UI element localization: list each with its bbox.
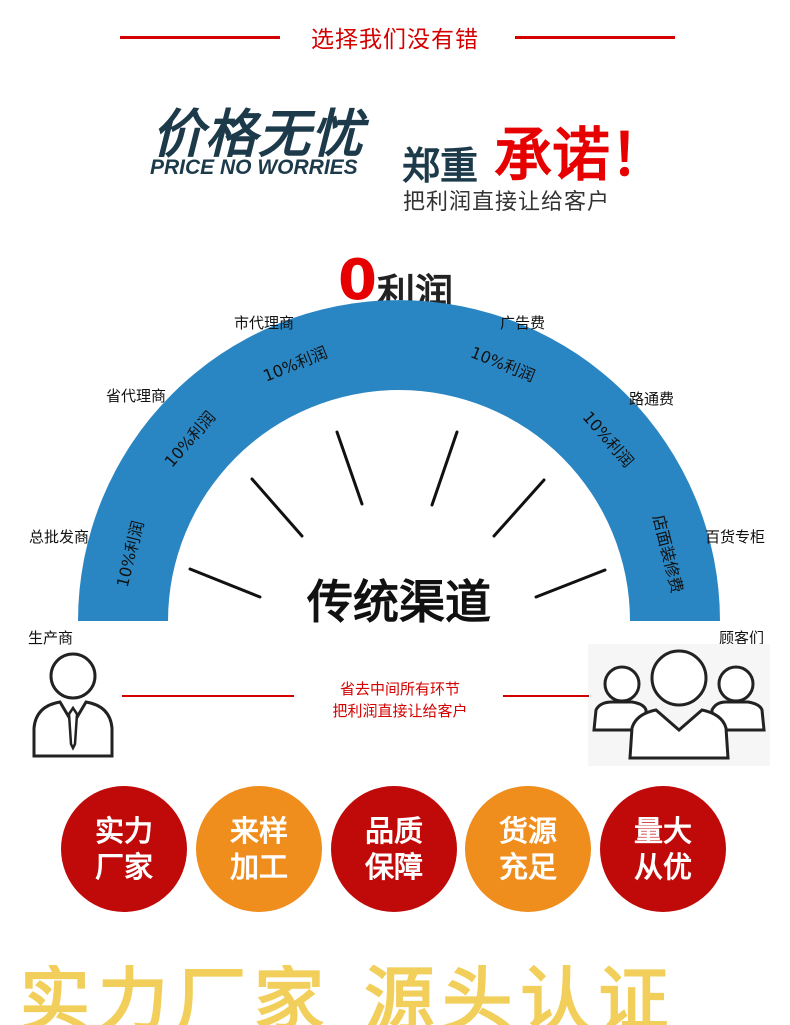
middle-note-line1: 省去中间所有环节 — [339, 680, 460, 698]
badge-line2: 保障 — [364, 850, 423, 884]
label-province-agent: 省代理商 — [106, 387, 167, 405]
producer-person-icon — [26, 648, 120, 762]
badge-line2: 充足 — [498, 850, 557, 884]
label-customers: 顾客们 — [719, 629, 765, 647]
price-title: 价格无忧 — [152, 105, 365, 165]
price-subtitle: PRICE NO WORRIES — [150, 156, 358, 179]
label-road-fee: 路通费 — [629, 390, 675, 408]
label-producer: 生产商 — [28, 629, 74, 647]
promise-subtitle: 把利润直接让给客户 — [403, 190, 611, 215]
arc-spokes — [188, 430, 607, 599]
arc-spoke — [335, 430, 364, 506]
header-line-left — [120, 36, 280, 39]
label-wholesaler: 总批发商 — [29, 528, 90, 546]
badge-ample-supply: 货源 充足 — [465, 786, 591, 912]
badge-sample-processing: 来样 加工 — [196, 786, 322, 912]
badge-line1: 货源 — [498, 814, 557, 848]
customers-group-icon — [588, 644, 770, 766]
label-department-store: 百货专柜 — [705, 528, 766, 546]
badge-line2: 加工 — [229, 850, 288, 884]
badge-line1: 实力 — [94, 814, 153, 848]
arc-spoke — [250, 477, 304, 538]
badge-strength-factory: 实力 厂家 — [61, 786, 187, 912]
badge-line1: 品质 — [364, 814, 423, 848]
arc-spoke — [534, 568, 607, 599]
header-line-right — [515, 36, 675, 39]
badge-quality-guarantee: 品质 保障 — [331, 786, 457, 912]
badge-line1: 量大 — [633, 814, 692, 848]
promise-part2: 承诺！ — [494, 121, 669, 189]
arc-center-label: 传统渠道 — [306, 575, 491, 629]
channel-arc — [78, 300, 720, 621]
arc-spoke — [188, 567, 262, 599]
badge-line2: 从优 — [633, 850, 692, 884]
middle-note-line2: 把利润直接让给客户 — [332, 702, 468, 720]
connector-line-right — [503, 695, 589, 697]
badge-line2: 厂家 — [94, 850, 153, 884]
arc-spoke — [430, 430, 459, 507]
label-city-agent: 市代理商 — [234, 314, 295, 332]
badge-line1: 来样 — [229, 814, 288, 848]
badge-bulk-discount: 量大 从优 — [600, 786, 726, 912]
label-advertising: 广告费 — [500, 314, 546, 332]
arc-spoke — [492, 478, 546, 538]
footer-banner: 实力厂家 源头认证 — [20, 965, 677, 1025]
promise-part1: 郑重 — [402, 144, 479, 188]
connector-line-left — [122, 695, 294, 697]
header-title: 选择我们没有错 — [311, 27, 479, 53]
